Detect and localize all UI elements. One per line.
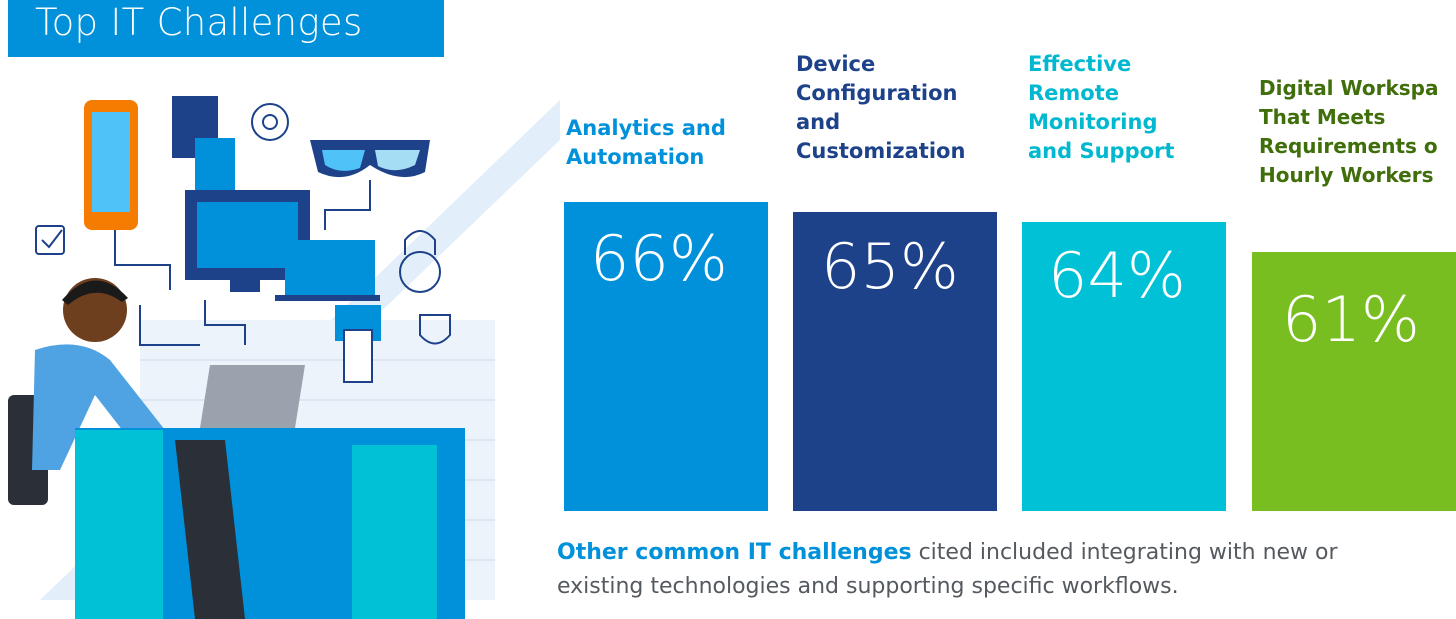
category-label-1: Device Configuration and Customization xyxy=(796,52,966,163)
laptop-icon xyxy=(275,240,380,301)
footnote-line1: cited included integrating with new or xyxy=(911,540,1338,565)
shield-icon xyxy=(419,314,451,345)
mobile-device-icon xyxy=(84,100,138,230)
smart-glasses-icon xyxy=(310,140,430,178)
category-label-3: Digital Workspa That Meets Requirements … xyxy=(1259,76,1439,187)
tablet-icon xyxy=(172,96,235,192)
printer-icon xyxy=(335,305,381,383)
bar-value-label-3: 61% xyxy=(1282,283,1420,356)
footnote: Other common IT challenges cited include… xyxy=(557,536,1456,604)
circuit-lines xyxy=(114,180,371,346)
bar-3: 61% xyxy=(1252,252,1456,511)
bar-value-label-2: 64% xyxy=(1048,239,1186,312)
category-label-2: Effective Remote Monitoring and Support xyxy=(1028,52,1175,163)
lock-icon xyxy=(399,230,441,293)
category-label-0: Analytics and Automation xyxy=(566,116,726,169)
gear-icon xyxy=(251,103,289,141)
page-title: Top IT Challenges xyxy=(35,1,363,44)
it-worker-illustration xyxy=(8,96,560,619)
bar-0: 66% xyxy=(564,202,768,511)
person-leg xyxy=(175,440,245,619)
laptop-on-desk xyxy=(200,365,305,428)
footnote-bold: Other common IT challenges xyxy=(557,540,912,565)
bar-2: 64% xyxy=(1022,222,1226,511)
title-banner: Top IT Challenges xyxy=(8,0,444,57)
bar-value-label-0: 66% xyxy=(590,222,728,295)
footnote-line2: existing technologies and supporting spe… xyxy=(557,574,1179,599)
bar-value-label-1: 65% xyxy=(821,230,959,303)
bar-1: 65% xyxy=(793,212,997,511)
checkbox-icon xyxy=(35,225,65,255)
